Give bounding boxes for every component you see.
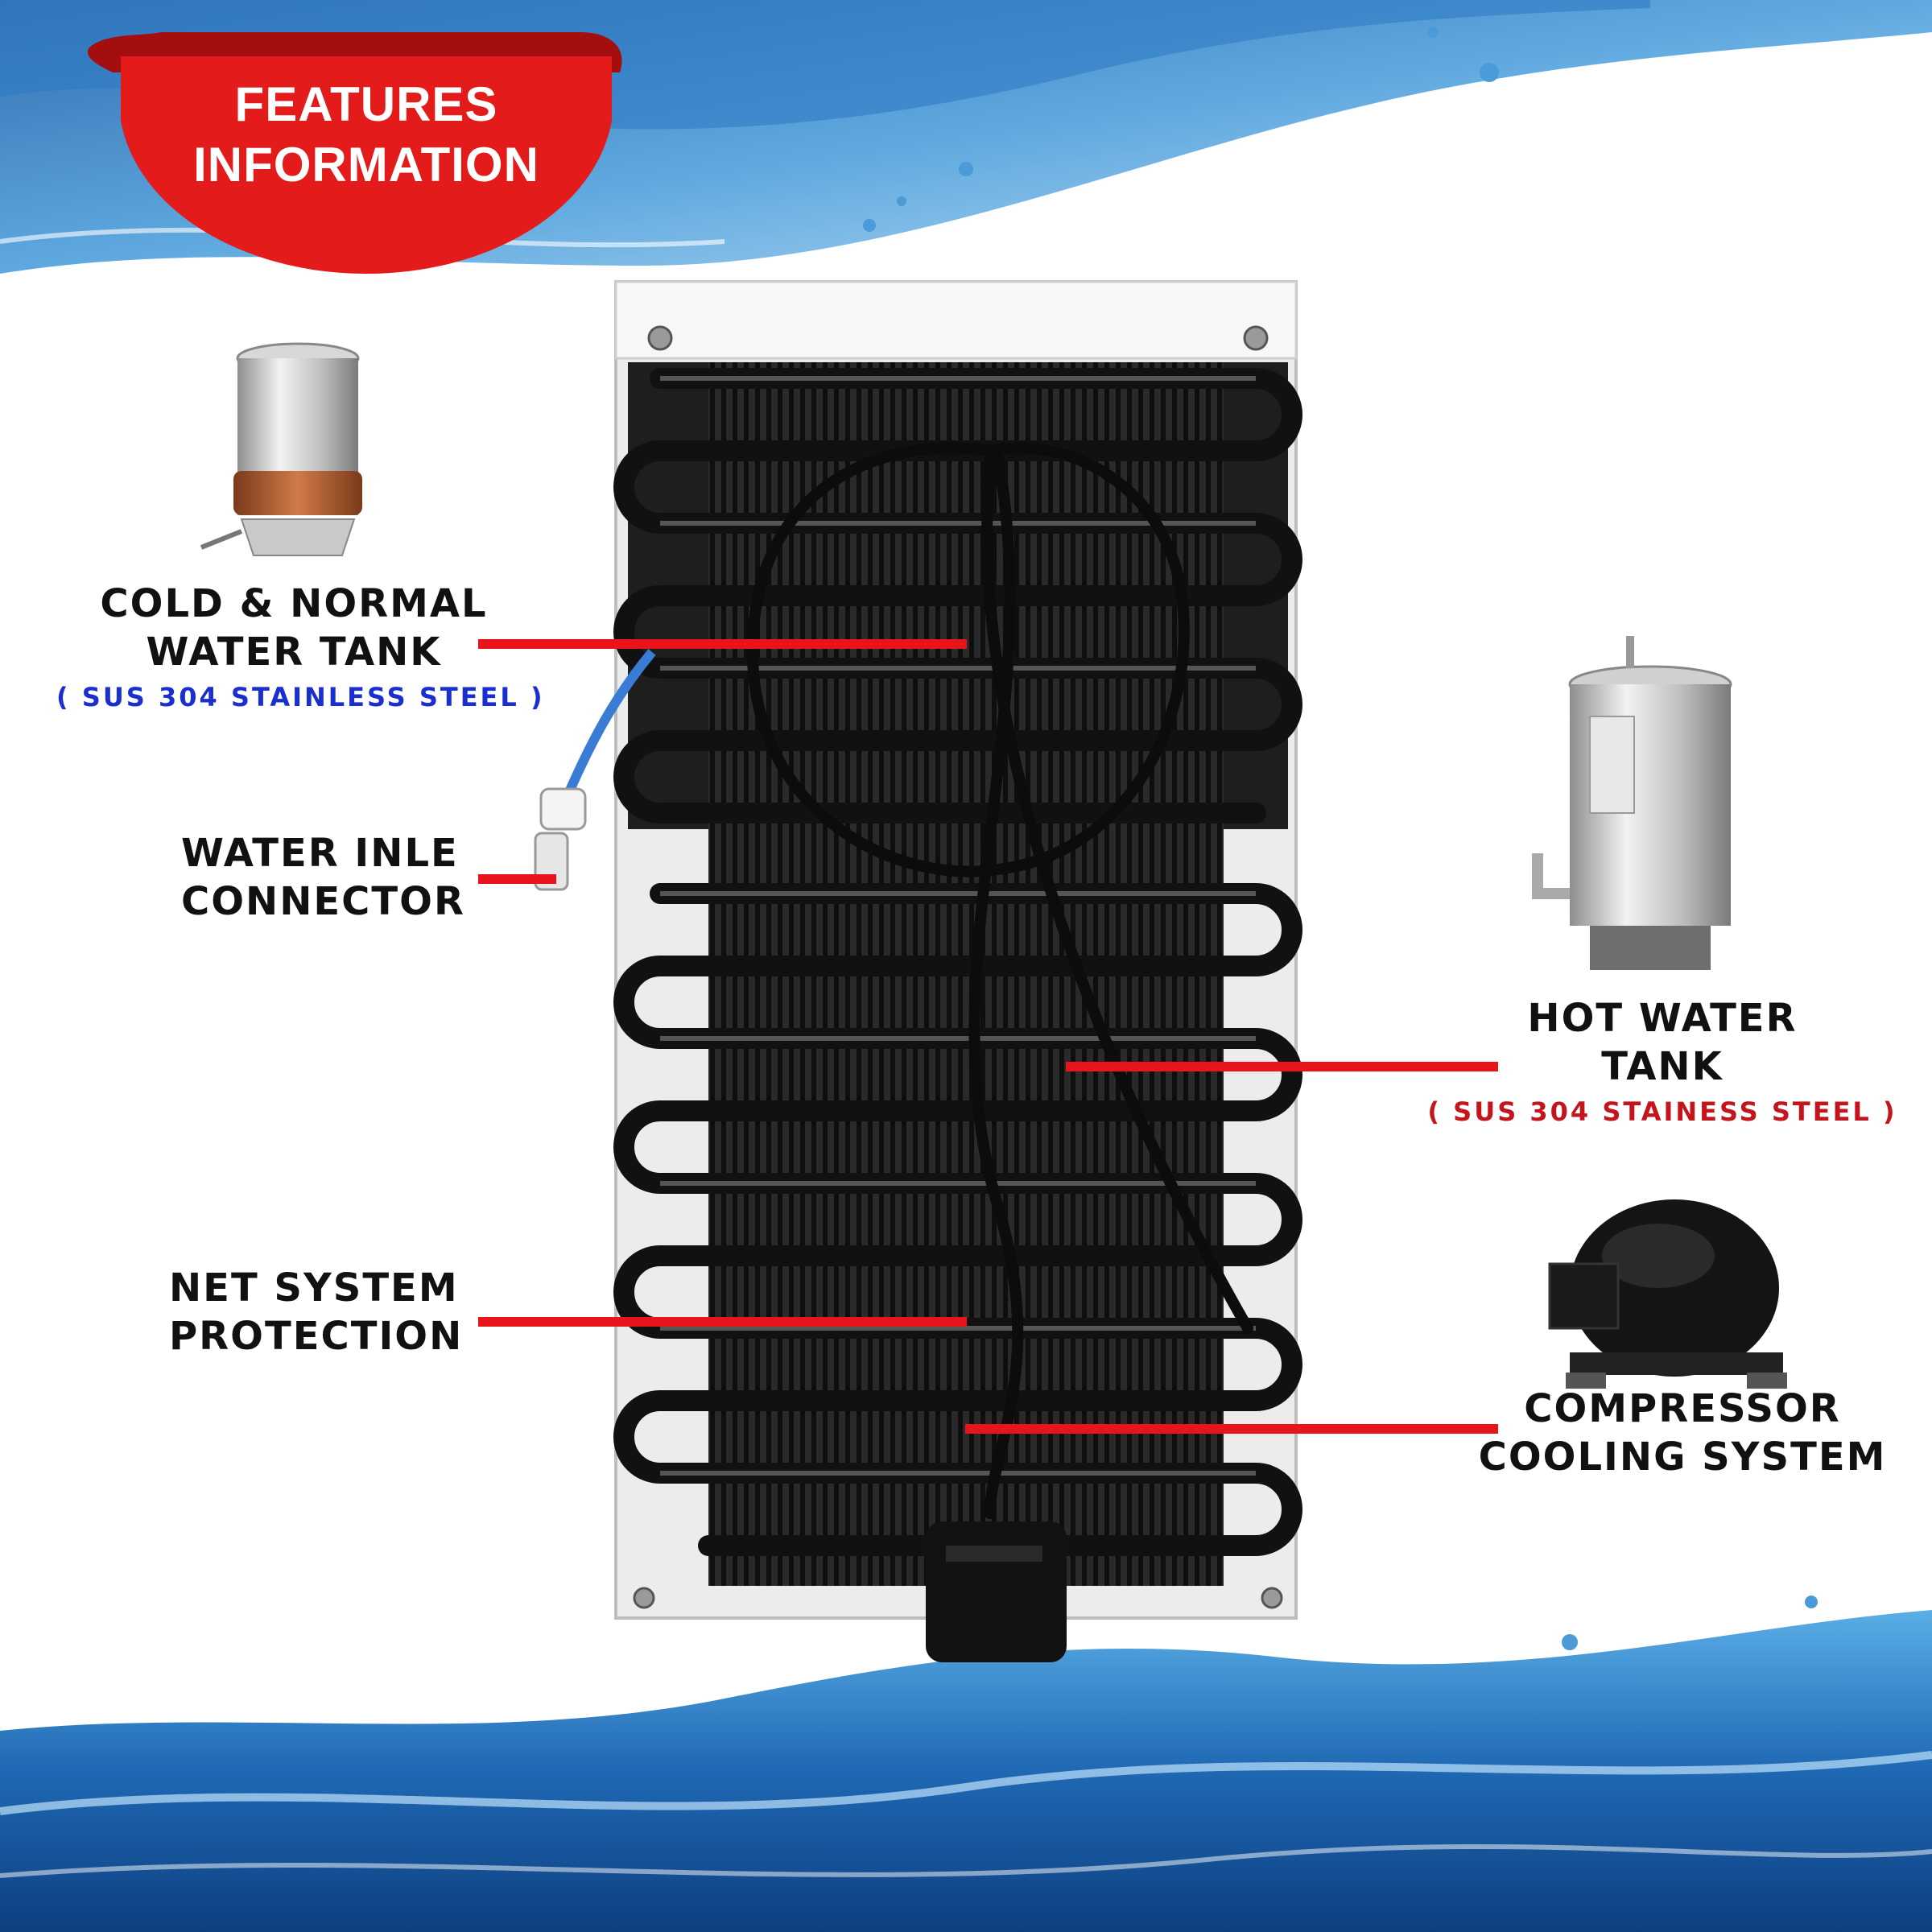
leader-lines xyxy=(478,639,1498,1434)
banner-line-1: FEATURES xyxy=(234,77,498,131)
cold-tank-title-1: COLD & NORMAL xyxy=(100,581,488,626)
net-system-title-2: PROTECTION xyxy=(169,1314,464,1359)
banner-title: FEATURES INFORMATION xyxy=(121,74,612,195)
water-splash-icon xyxy=(0,1596,1932,1932)
banner-ribbon xyxy=(88,32,622,274)
compressor-label: COMPRESSOR COOLING SYSTEM xyxy=(1473,1385,1892,1481)
compressor-title-2: COOLING SYSTEM xyxy=(1478,1435,1887,1480)
banner-line-2: INFORMATION xyxy=(193,138,539,192)
compressor-title-1: COMPRESSOR xyxy=(1524,1386,1841,1431)
hot-tank-icon xyxy=(1532,636,1732,970)
hot-tank-material: ( SUS 304 STAINESS STEEL ) xyxy=(1427,1096,1897,1127)
hot-tank-label: HOT WATER TANK ( SUS 304 STAINESS STEEL … xyxy=(1425,994,1900,1128)
compressor-icon xyxy=(1548,1199,1787,1389)
condenser-coil-icon xyxy=(534,280,1302,1662)
cold-tank-label: COLD & NORMAL WATER TANK ( SUS 304 STAIN… xyxy=(56,580,545,713)
hot-tank-title-1: HOT WATER xyxy=(1527,996,1798,1041)
water-inlet-label: WATER INLE CONNECTOR xyxy=(181,829,471,926)
cold-tank-icon xyxy=(200,342,362,556)
water-inlet-title-1: WATER INLE xyxy=(181,831,459,876)
water-inlet-title-2: CONNECTOR xyxy=(181,879,465,924)
cold-tank-material: ( SUS 304 STAINLESS STEEL ) xyxy=(56,682,545,712)
cold-tank-title-2: WATER TANK xyxy=(146,630,442,675)
net-system-title-1: NET SYSTEM xyxy=(169,1265,459,1311)
hot-tank-title-2: TANK xyxy=(1601,1044,1724,1089)
net-system-label: NET SYSTEM PROTECTION xyxy=(169,1264,467,1360)
